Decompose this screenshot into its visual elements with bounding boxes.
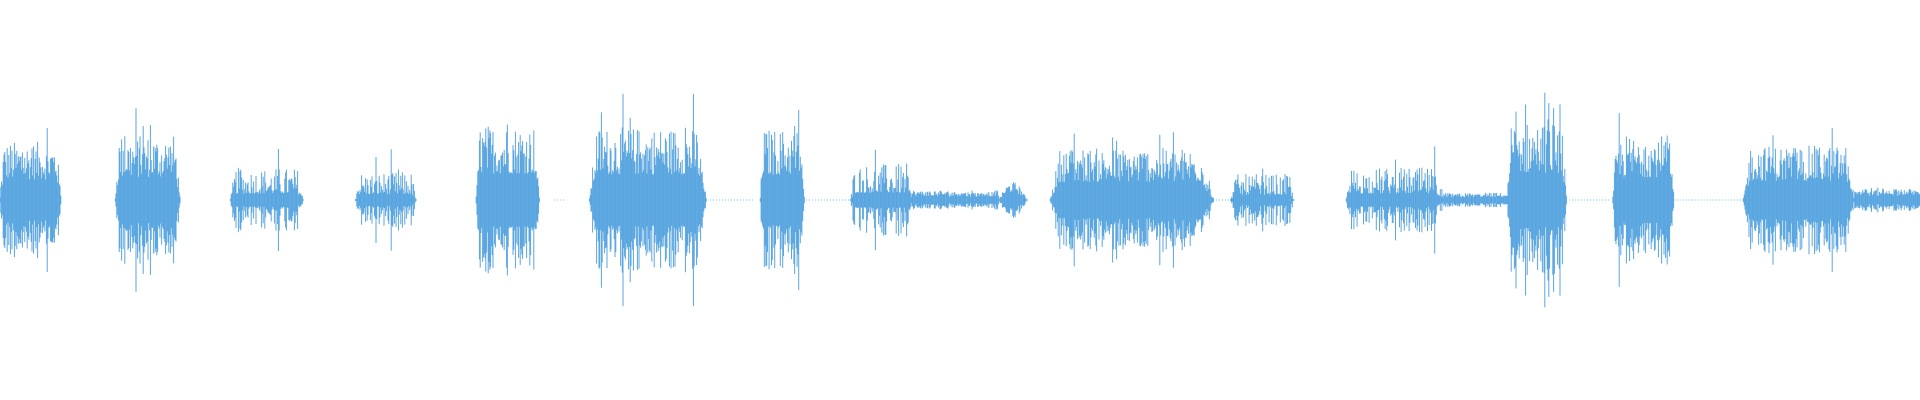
- waveform-bars: [0, 92, 1920, 308]
